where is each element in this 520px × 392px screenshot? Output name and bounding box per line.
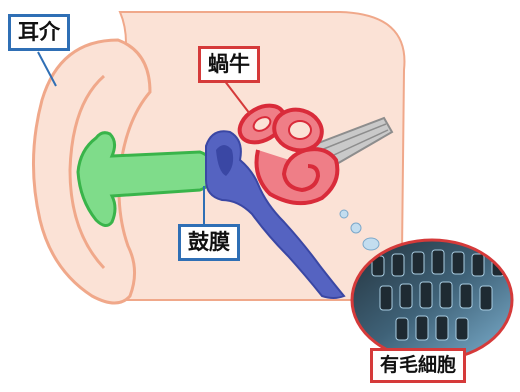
hair-cells-label: 有毛細胞 xyxy=(370,348,466,383)
auricle-label: 耳介 xyxy=(8,14,70,51)
hair-cell-micrograph xyxy=(352,240,512,360)
zoom-bubble-3 xyxy=(363,238,379,250)
cochlea-label: 蝸牛 xyxy=(198,46,260,83)
eardrum-label: 鼓膜 xyxy=(178,224,240,261)
zoom-bubble-1 xyxy=(340,210,348,218)
auricle-leader xyxy=(38,52,56,86)
zoom-bubble-2 xyxy=(351,223,361,233)
